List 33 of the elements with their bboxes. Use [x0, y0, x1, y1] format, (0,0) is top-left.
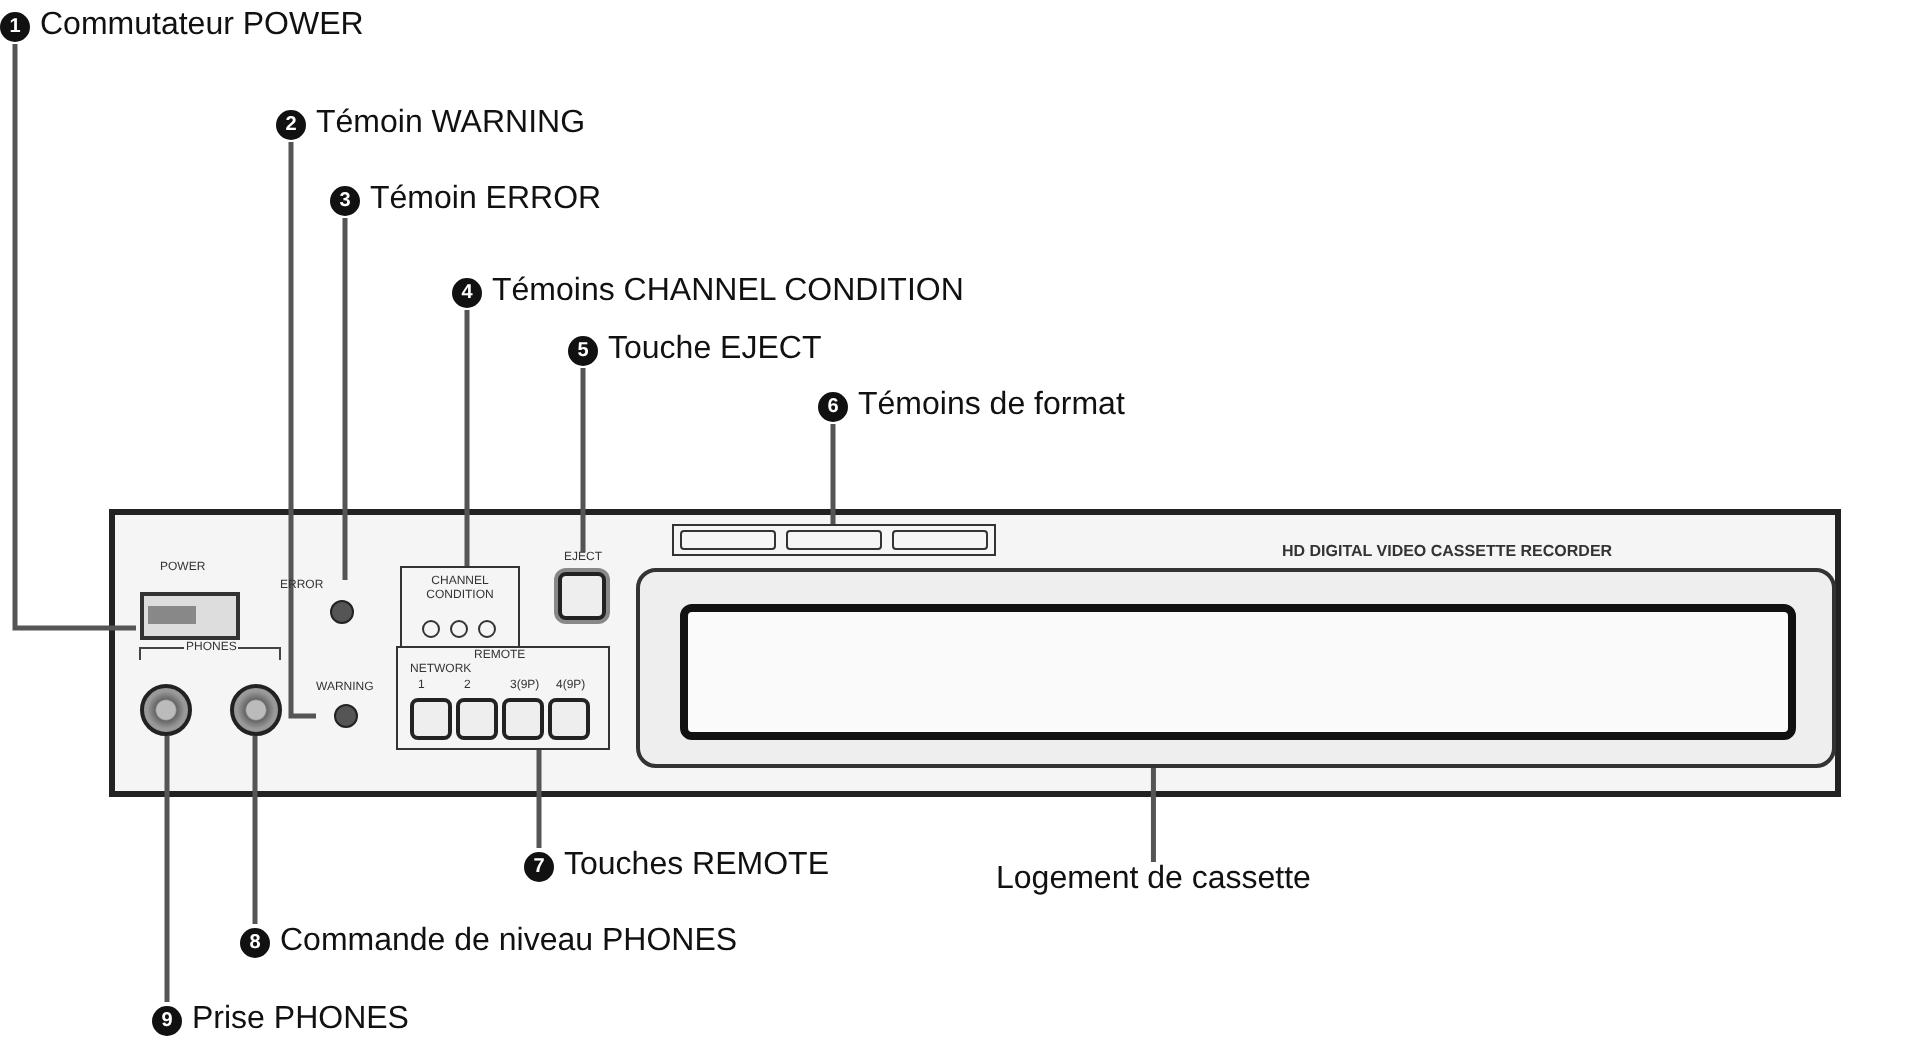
callout-number: 2: [276, 109, 306, 139]
leader-line: [164, 736, 170, 1002]
leader-line: [1150, 768, 1156, 862]
callout-number: 9: [152, 1005, 182, 1035]
indicator-panel: [400, 566, 520, 650]
callout-number: 3: [330, 185, 360, 215]
callout-label: Logement de cassette: [996, 862, 1311, 898]
callout-number: 7: [524, 851, 554, 881]
callout-label: Touche EJECT: [608, 332, 822, 368]
callout-label: Commande de niveau PHONES: [280, 924, 738, 960]
leader-line: [580, 368, 586, 552]
leader-line: [342, 218, 348, 580]
callout-label: Témoin ERROR: [370, 182, 602, 218]
model-description: HD DIGITAL VIDEO CASSETTE RECORDER: [1280, 544, 1615, 558]
leader-line: [12, 44, 136, 631]
callout-number: 6: [818, 391, 848, 421]
leader-line: [830, 424, 836, 524]
leader-line: [252, 736, 258, 924]
callout-number: 5: [568, 335, 598, 365]
button-panel: [396, 646, 610, 750]
callout-label: Témoins CHANNEL CONDITION: [492, 274, 964, 310]
leader-line: [536, 750, 542, 848]
callout-label: Prise PHONES: [192, 1002, 409, 1038]
leader-line: [464, 310, 470, 566]
callout-number: 8: [240, 927, 270, 957]
callout-label: Commutateur POWER: [40, 8, 364, 44]
indicator-panel: [672, 524, 996, 556]
leader-line: [288, 142, 316, 719]
callout-label: Témoins de format: [858, 388, 1125, 424]
callout-number: 1: [0, 11, 30, 41]
callout-number: 4: [452, 277, 482, 307]
callout-label: Touches REMOTE: [564, 848, 829, 884]
callout-label: Témoin WARNING: [316, 106, 586, 142]
